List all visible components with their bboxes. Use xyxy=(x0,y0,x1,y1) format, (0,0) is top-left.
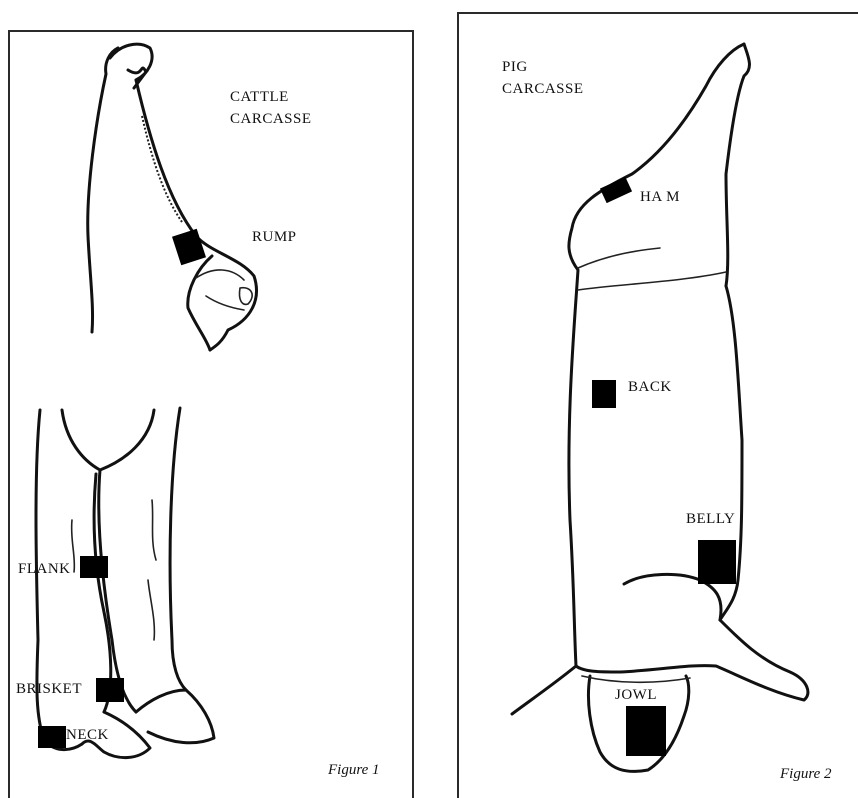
pig-carcass-drawing xyxy=(512,44,808,771)
back-label: BACK xyxy=(628,376,672,398)
back-sample-marker xyxy=(592,380,616,408)
jowl-sample-marker xyxy=(626,706,666,756)
jowl-label: JOWL xyxy=(615,684,657,706)
belly-label: BELLY xyxy=(686,508,735,530)
ham-label: HA M xyxy=(640,186,680,208)
figure-2-title-line-2: CARCASSE xyxy=(502,78,584,100)
belly-sample-marker xyxy=(698,540,736,584)
figure-2-title-line-1: PIG xyxy=(502,56,584,78)
figure-2-title: PIG CARCASSE xyxy=(502,56,584,100)
figure-2-caption: Figure 2 xyxy=(780,766,832,783)
